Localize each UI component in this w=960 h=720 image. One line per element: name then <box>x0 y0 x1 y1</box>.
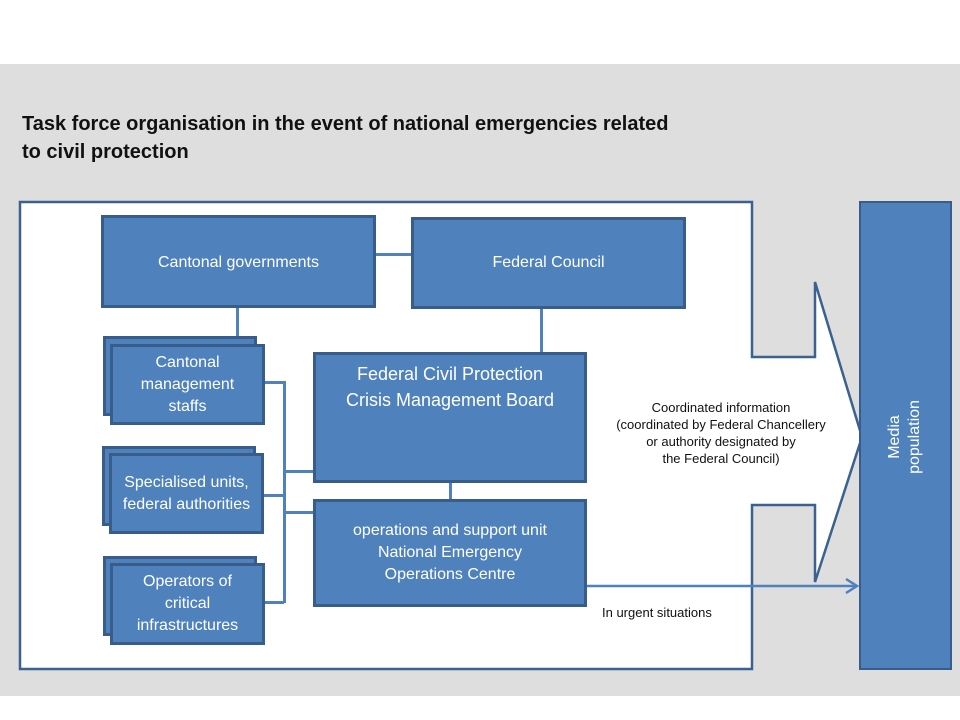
cantonal-governments-box: Cantonal governments <box>101 215 376 308</box>
media-label-line-1: Media <box>886 415 903 459</box>
specialised-units-line-1: Specialised units, <box>124 473 249 491</box>
arrow-label-line-2: (coordinated by Federal Chancellery <box>616 417 826 432</box>
urgent-situations-label: In urgent situations <box>602 604 712 621</box>
connector-board-neoc <box>449 481 452 501</box>
title-line-1: Task force organisation in the event of … <box>22 113 669 135</box>
cantonal-governments-label: Cantonal governments <box>158 254 319 271</box>
connector-bus-vertical <box>283 381 286 603</box>
connector-federal-board <box>540 308 543 354</box>
arrow-label-line-1: Coordinated information <box>651 400 791 415</box>
connector-cantonal-staffs <box>236 307 239 347</box>
arrow-label-line-4: the Federal Council) <box>662 451 780 466</box>
urgent-arrowhead-icon <box>845 577 860 595</box>
media-population-label: Media population <box>885 400 925 474</box>
cantonal-staffs-box: Cantonal management staffs <box>110 344 265 425</box>
neoc-line-2: National Emergency <box>377 544 523 561</box>
connector-cantonal-federal <box>374 253 412 256</box>
crisis-board-line-1: Federal Civil Protection <box>356 364 544 384</box>
connector-bus-neoc <box>285 511 315 514</box>
neoc-line-3: Operations Centre <box>384 566 516 583</box>
specialised-units-box: Specialised units, federal authorities <box>109 453 264 534</box>
cantonal-staffs-line-1: Cantonal <box>155 353 220 371</box>
connector-operators-bus <box>262 601 284 604</box>
crisis-board-line-2: Crisis Management Board <box>345 390 555 410</box>
media-population-box <box>859 201 952 670</box>
arrow-label-line-3: or authority designated by <box>646 434 796 449</box>
cantonal-staffs-line-2: management <box>140 375 235 393</box>
urgent-label-text: In urgent situations <box>602 605 712 620</box>
crisis-management-board-box: Federal Civil Protection Crisis Manageme… <box>313 352 587 483</box>
operators-line-3: infrastructures <box>136 617 239 634</box>
title-line-2: to civil protection <box>22 141 189 163</box>
specialised-units-line-2: federal authorities <box>122 495 251 513</box>
operators-box: Operators of critical infrastructures <box>110 563 265 645</box>
connector-staffs-bus <box>263 381 285 384</box>
neoc-box: operations and support unit National Eme… <box>313 499 587 607</box>
connector-units-bus <box>262 494 284 497</box>
coordinated-information-label: Coordinated information (coordinated by … <box>596 399 846 467</box>
operators-line-1: Operators of <box>143 573 232 590</box>
media-label-line-2: population <box>906 400 923 474</box>
connector-bus-board <box>285 470 315 473</box>
federal-council-label: Federal Council <box>492 254 605 271</box>
federal-council-box: Federal Council <box>411 217 686 309</box>
neoc-line-1: operations and support unit <box>353 522 547 539</box>
operators-line-2: critical <box>164 595 211 612</box>
diagram-title: Task force organisation in the event of … <box>22 110 842 166</box>
cantonal-staffs-line-3: staffs <box>168 397 207 415</box>
